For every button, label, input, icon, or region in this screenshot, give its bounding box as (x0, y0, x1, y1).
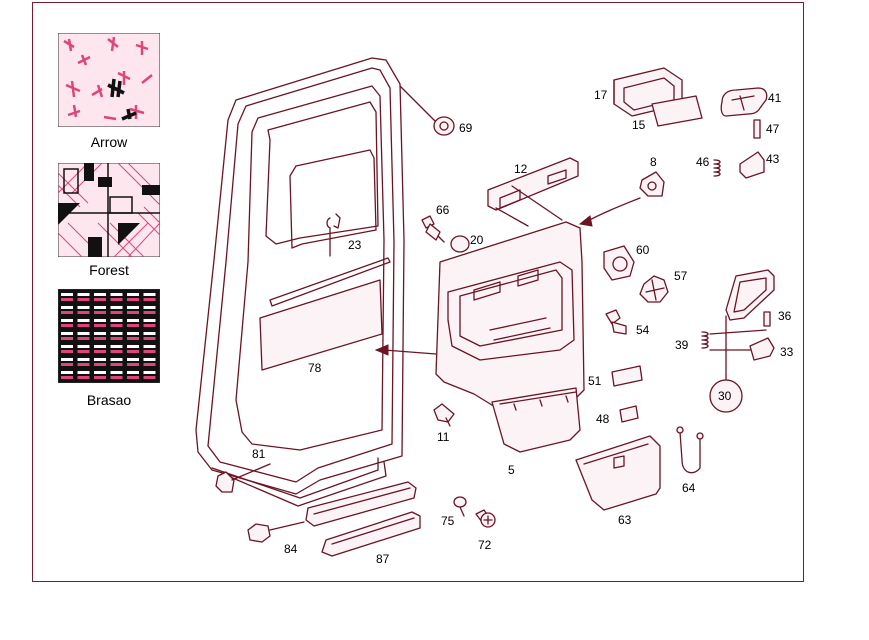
callout-39: 39 (675, 338, 689, 352)
part-75-plug[interactable] (453, 496, 467, 517)
part-47-pin[interactable] (753, 119, 761, 139)
arrow-label: Arrow (90, 134, 128, 150)
callout-36: 36 (778, 309, 792, 323)
callout-81: 81 (252, 447, 266, 461)
arrow-pattern-swatch[interactable] (58, 33, 160, 127)
part-81-clip[interactable] (215, 463, 271, 493)
diagram-frame (32, 2, 804, 582)
callout-72: 72 (478, 538, 492, 552)
callout-87: 87 (376, 552, 390, 566)
callout-84: 84 (284, 542, 298, 556)
part-11-fastener[interactable] (433, 403, 455, 427)
callout-57: 57 (674, 269, 688, 283)
callout-12: 12 (514, 162, 528, 176)
callout-60: 60 (636, 243, 650, 257)
callout-33: 33 (780, 345, 794, 359)
callout-43: 43 (766, 152, 780, 166)
callout-8: 8 (650, 155, 657, 169)
callout-64: 64 (682, 481, 696, 495)
callout-46: 46 (696, 155, 710, 169)
part-63-pocket[interactable] (575, 435, 661, 511)
part-20-cap[interactable] (450, 235, 470, 253)
part-87-seal-upper[interactable] (305, 481, 417, 527)
part-46-spring[interactable] (713, 159, 721, 177)
arrow-to-door (374, 344, 437, 356)
part-84-clip[interactable] (247, 521, 305, 543)
part-41-bezel[interactable] (720, 87, 768, 117)
callout-17: 17 (594, 88, 608, 102)
callout-51: 51 (588, 374, 602, 388)
callout-54: 54 (636, 323, 650, 337)
part-57-rosette[interactable] (639, 275, 669, 303)
part-39-spring[interactable] (701, 329, 767, 351)
callout-75: 75 (441, 514, 455, 528)
part-12-trim-strip[interactable] (487, 157, 579, 227)
part-72-screw[interactable] (475, 509, 496, 528)
callout-30: 30 (718, 389, 732, 403)
callout-labels: 69 17 15 41 47 12 8 46 43 66 20 23 60 57… (252, 88, 794, 566)
part-51-pad[interactable] (611, 365, 643, 387)
part-66-bolt[interactable] (421, 215, 445, 243)
forest-label: Forest (89, 262, 129, 278)
arrow-to-panel-upper (578, 197, 641, 227)
callout-11: 11 (437, 430, 450, 444)
callout-20: 20 (470, 233, 484, 247)
part-30-handle-assembly[interactable] (709, 269, 775, 413)
brasao-label: Brasao (86, 392, 132, 408)
part-43-cover[interactable] (739, 151, 765, 179)
door-frame-drawing[interactable] (195, 57, 405, 507)
part-87-seal-lower[interactable] (321, 511, 421, 557)
callout-66: 66 (436, 203, 450, 217)
part-69-plug[interactable] (399, 85, 455, 136)
callout-5: 5 (508, 463, 515, 477)
part-48-clip[interactable] (619, 405, 639, 423)
callout-47: 47 (766, 122, 780, 136)
part-36-pin[interactable] (763, 311, 771, 327)
brasao-pattern-swatch[interactable] (58, 289, 160, 383)
forest-pattern-swatch[interactable] (58, 163, 160, 257)
callout-63: 63 (618, 513, 632, 527)
part-60-switch-housing[interactable] (603, 245, 635, 281)
callout-23: 23 (348, 238, 362, 252)
part-33-cover[interactable] (749, 337, 775, 361)
callout-78: 78 (308, 361, 322, 375)
part-5-door-panel[interactable] (435, 221, 585, 453)
callout-15: 15 (632, 118, 646, 132)
part-64-cable[interactable] (676, 426, 704, 474)
callout-41: 41 (768, 91, 782, 105)
part-8-actuator[interactable] (639, 171, 665, 197)
part-54-screw[interactable] (605, 309, 627, 335)
part-15-insert-plate[interactable] (651, 95, 703, 127)
callout-69: 69 (459, 121, 473, 135)
callout-48: 48 (596, 412, 610, 426)
